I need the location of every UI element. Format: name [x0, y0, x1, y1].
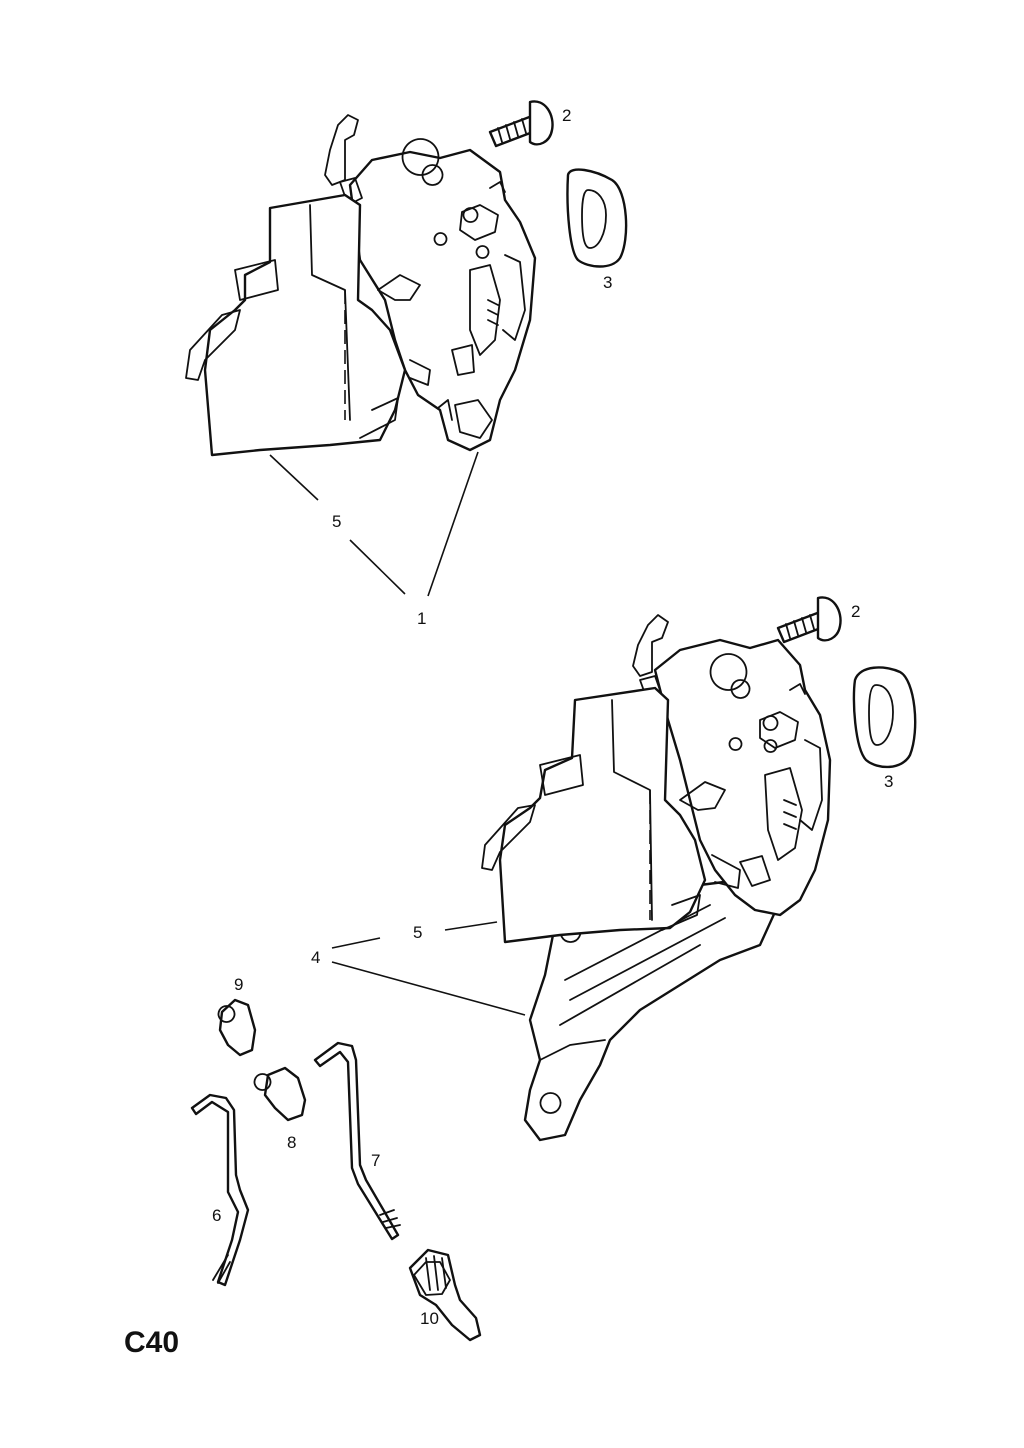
top-grommet — [566, 168, 628, 268]
bottom-leader-lines — [331, 921, 526, 1016]
top-leader-lines — [269, 451, 479, 597]
clip-part-9 — [217, 998, 257, 1057]
callout-top-screw: 2 — [562, 106, 571, 125]
knob-part-10 — [408, 1248, 482, 1342]
callout-clip-9: 9 — [234, 975, 243, 994]
callout-bottom-cover: 5 — [413, 923, 422, 942]
callout-top-grommet: 3 — [603, 273, 612, 292]
bottom-lock-mechanism — [632, 614, 832, 917]
callout-clip-8: 8 — [287, 1133, 296, 1152]
callout-knob-10: 10 — [420, 1309, 439, 1328]
bottom-screw — [776, 596, 842, 644]
callout-bottom-assembly: 4 — [311, 948, 320, 967]
rod-part-7 — [313, 1041, 401, 1241]
callout-rod-6: 6 — [212, 1206, 221, 1225]
page-code: C40 — [124, 1326, 179, 1359]
top-screw — [488, 100, 554, 148]
callout-rod-7: 7 — [371, 1151, 380, 1170]
bottom-lock-assembly — [481, 614, 832, 1142]
rod-part-6 — [190, 1093, 250, 1287]
top-lock-cover — [185, 193, 407, 457]
clip-part-8 — [253, 1066, 307, 1122]
bottom-lock-cover — [481, 686, 707, 944]
callout-bottom-grommet: 3 — [884, 772, 893, 791]
callout-bottom-screw: 2 — [851, 602, 860, 621]
top-lock-assembly — [185, 114, 537, 457]
callout-top-cover: 5 — [332, 512, 341, 531]
callout-top-lock: 1 — [417, 609, 426, 628]
bottom-grommet — [852, 666, 917, 769]
